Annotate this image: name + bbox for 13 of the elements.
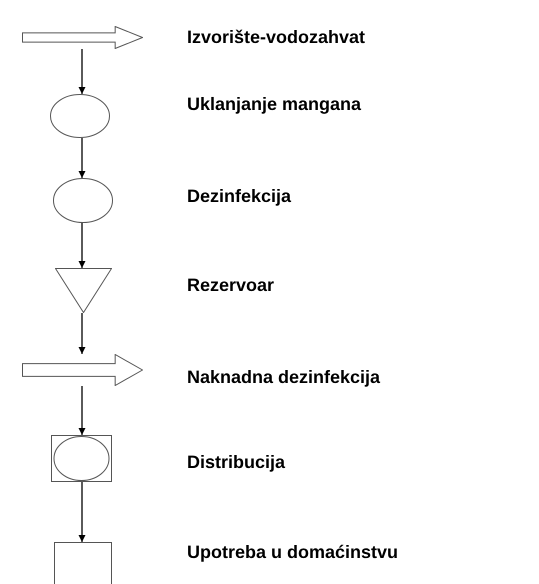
step-label: Distribucija [187,451,286,473]
arrow [78,49,86,94]
arrow [78,386,86,435]
arrow [78,313,86,354]
step-label: Izvorište-vodozahvat [187,26,366,48]
arrow [78,482,86,542]
arrow [78,138,86,178]
step-label: Uklanjanje mangana [187,93,362,115]
arrow [78,223,86,268]
step-label: Rezervoar [187,274,274,296]
step-label: Dezinfekcija [187,185,292,207]
step-label: Upotreba u domaćinstvu [187,541,398,563]
step-label: Naknadna dezinfekcija [187,366,380,388]
